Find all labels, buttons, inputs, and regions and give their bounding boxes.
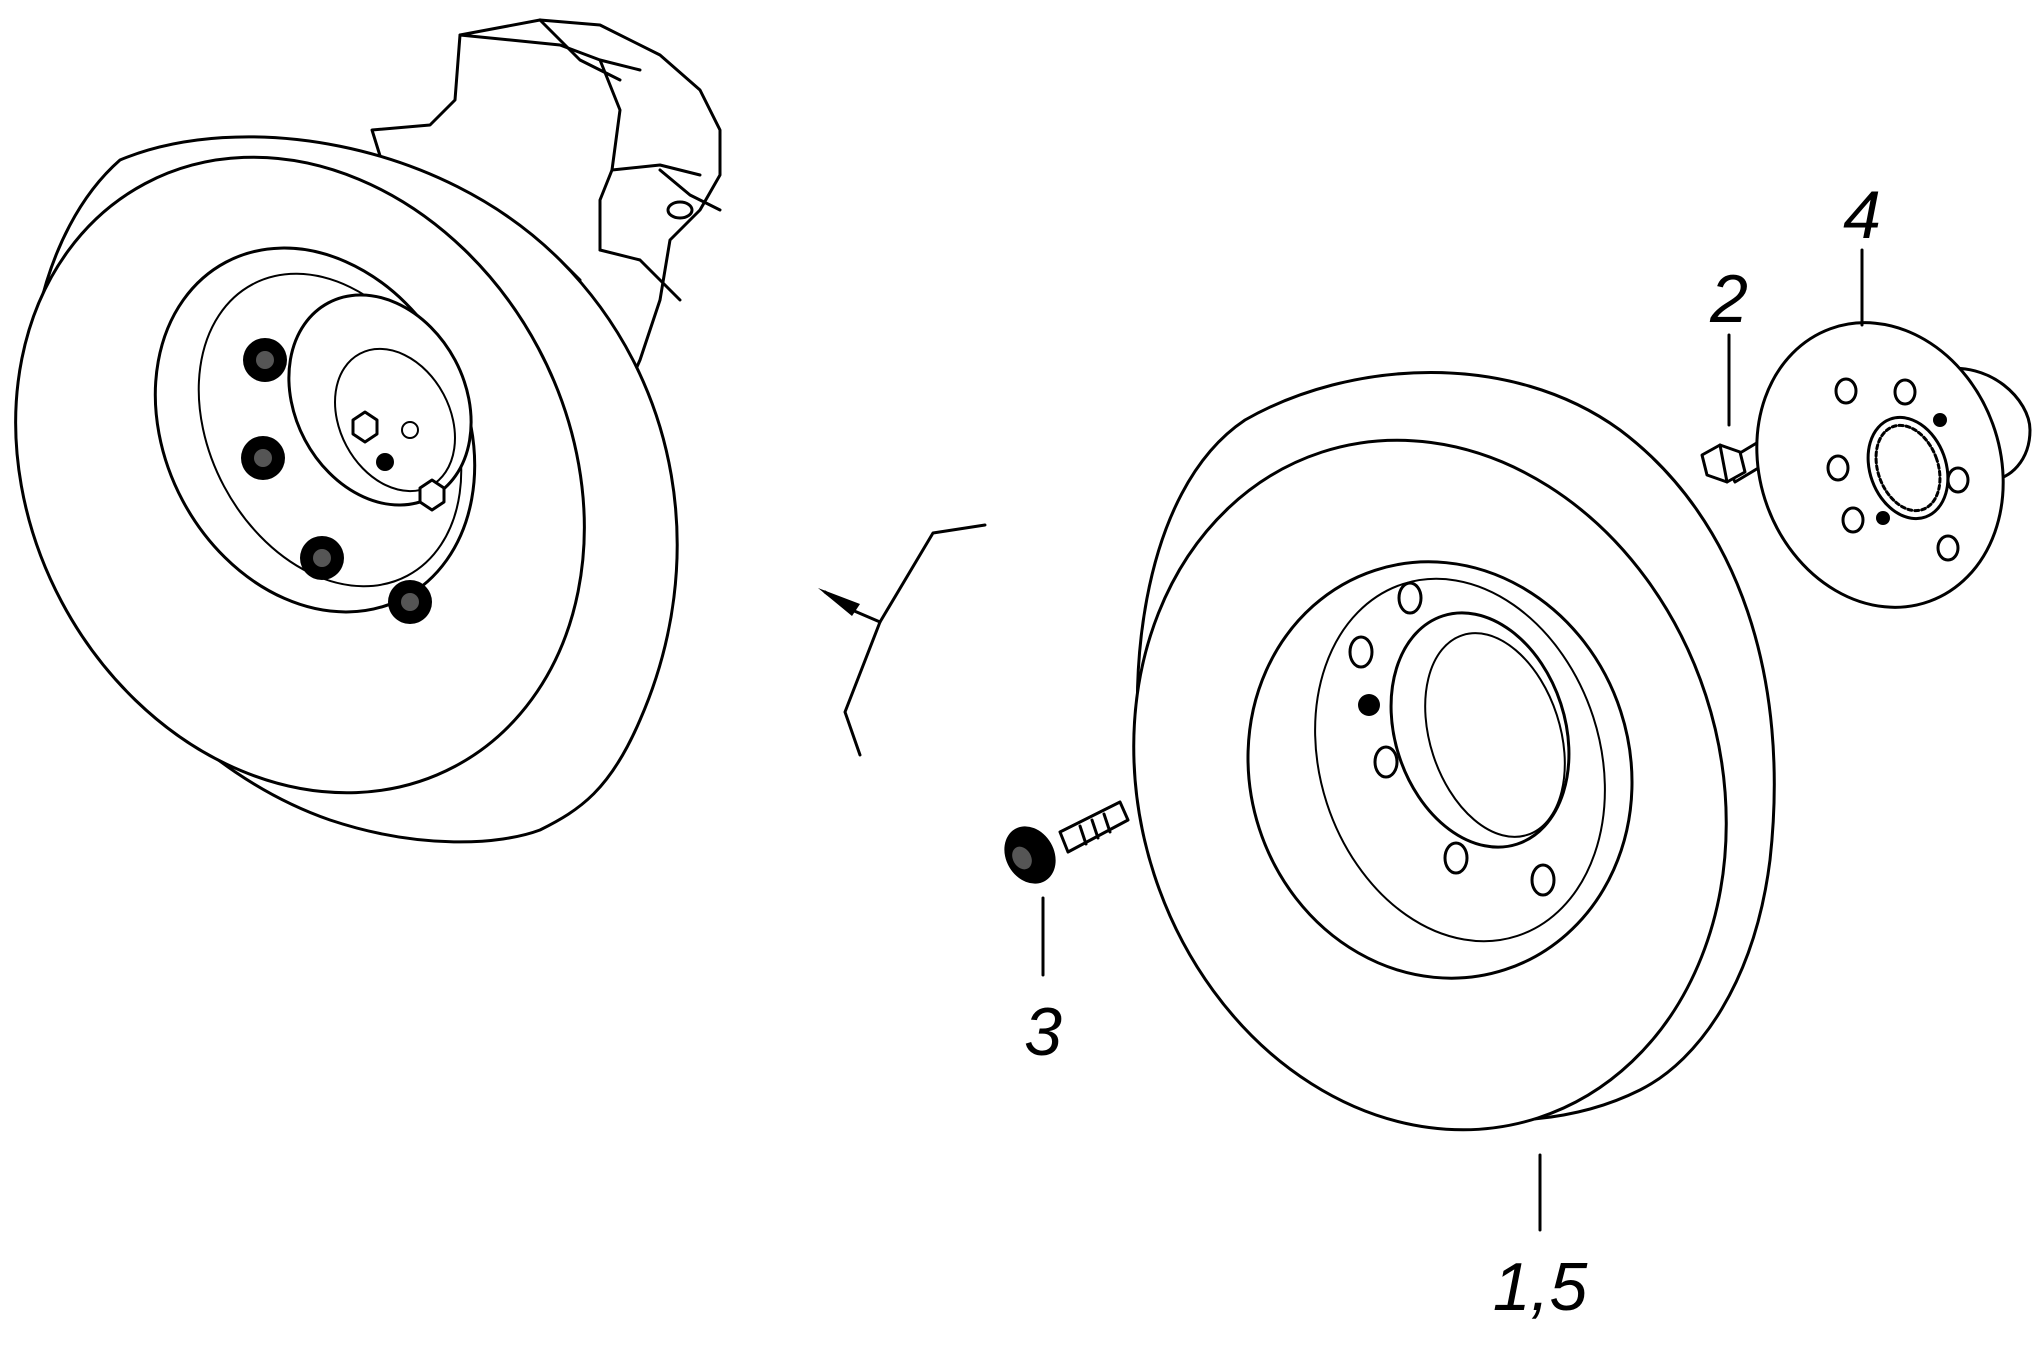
flange-screw-part [1004,800,1130,884]
vibration-damper-part [1132,371,1776,1132]
damper-bolt-holes [1348,581,1556,897]
callout-leader-lines [1041,248,1864,1232]
assembly-direction-arrow [818,523,987,757]
callout-1-5: 1,5 [1493,1249,1588,1325]
callout-3: 3 [1024,994,1062,1070]
callout-2: 2 [1709,261,1748,337]
installed-damper-assembly [14,18,722,844]
damper-bolt-heads [241,338,432,624]
callout-4: 4 [1843,177,1881,253]
hub-flange-part [1755,321,2032,609]
hub-flange-holes [1826,377,1970,562]
callout-labels: 1,5 2 3 4 [1024,177,1881,1325]
